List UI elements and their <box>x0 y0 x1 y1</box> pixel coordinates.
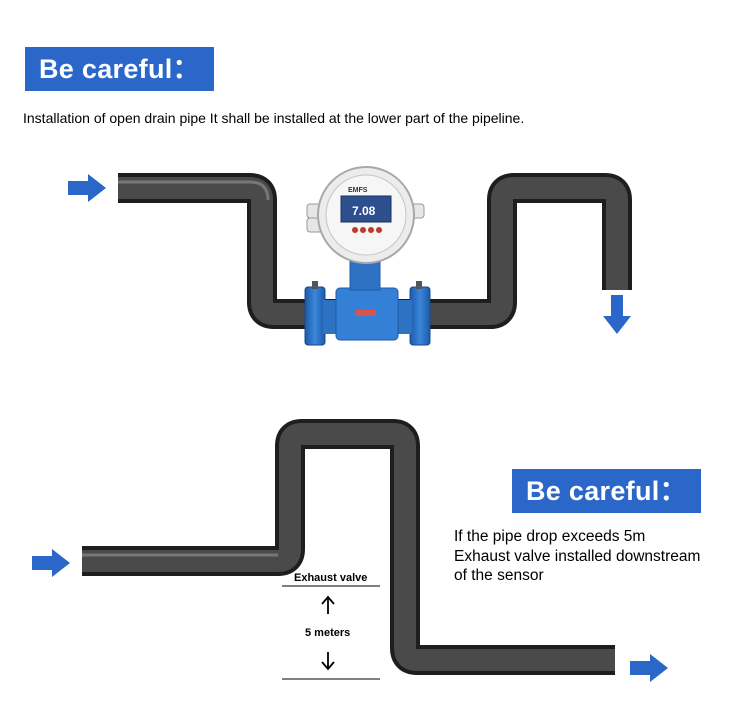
electromagnetic-flow-meter: EMFS 7.08 <box>304 166 431 346</box>
bottom-warning-banner: Be careful： <box>512 469 701 513</box>
arrow-right-icon <box>32 549 70 577</box>
pipe-drop-note: If the pipe drop exceeds 5m Exhaust valv… <box>454 527 700 586</box>
note-line-2: Exhaust valve installed downstream <box>454 547 701 565</box>
arrow-right-icon <box>630 654 668 682</box>
arrow-down-icon <box>603 295 631 334</box>
meter-nameplate <box>356 310 376 316</box>
drain-pipe-caption: Installation of open drain pipe It shall… <box>23 110 525 126</box>
meter-brand: EMFS <box>348 187 368 194</box>
arrow-right-icon <box>68 174 106 202</box>
top-pipeline <box>118 173 632 329</box>
meter-reading: 7.08 <box>352 204 376 218</box>
distance-label: 5 meters <box>305 627 350 639</box>
drop-distance-annotation: Exhaust valve 5 meters <box>282 572 380 680</box>
note-line-1: If the pipe drop exceeds 5m <box>454 528 646 545</box>
note-line-3: of the sensor <box>454 567 544 584</box>
bottom-pipeline <box>82 419 615 675</box>
exhaust-valve-label: Exhaust valve <box>294 572 367 584</box>
top-warning-banner: Be careful： <box>25 47 214 91</box>
